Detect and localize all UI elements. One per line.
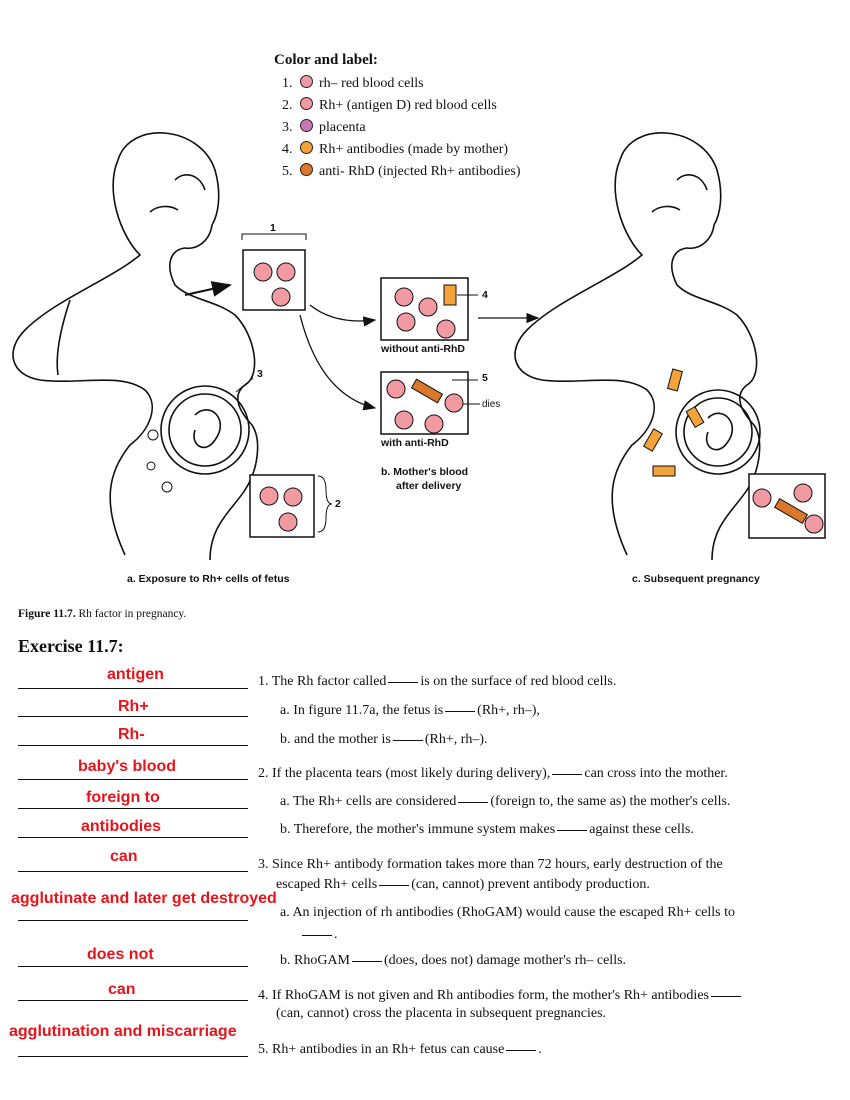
woman-right-illustration <box>514 132 761 561</box>
answer-3: can <box>110 848 138 865</box>
question-3-line2: escaped Rh+ cells(can, cannot) prevent a… <box>276 877 650 892</box>
figure-caption: Figure 11.7. Rh factor in pregnancy. <box>18 608 187 620</box>
legend-item: 5. anti- RhD (injected Rh+ antibodies) <box>282 162 521 182</box>
answer-line-3b[interactable] <box>18 966 248 967</box>
legend-item: 3. placenta <box>282 118 366 138</box>
caption-c: c. Subsequent pregnancy <box>632 573 760 585</box>
question-4-line1: 4. If RhoGAM is not given and Rh antibod… <box>258 988 743 1004</box>
legend-title: Color and label: <box>274 52 378 68</box>
answer-line-3[interactable] <box>18 871 248 872</box>
caption-b-line2: after delivery <box>396 480 462 492</box>
answer-line-4[interactable] <box>18 1000 248 1001</box>
legend-item-number: 3. <box>282 120 293 135</box>
answer-5: agglutination and miscarriage <box>9 1023 237 1040</box>
legend-item: 4. Rh+ antibodies (made by mother) <box>282 140 508 160</box>
answer-line-3a[interactable] <box>18 920 248 921</box>
question-4-line2: (can, cannot) cross the placenta in subs… <box>276 1006 607 1021</box>
legend-item-label: Rh+ (antigen D) red blood cells <box>319 98 497 113</box>
color-swatch-icon <box>300 97 313 110</box>
caption-a: a. Exposure to Rh+ cells of fetus <box>127 573 290 585</box>
answer-1a: Rh+ <box>118 698 149 715</box>
answer-2: baby's blood <box>78 758 177 775</box>
answer-1: antigen <box>107 666 164 683</box>
answer-line-2[interactable] <box>18 779 248 780</box>
question-1b: b. and the mother is(Rh+, rh–). <box>280 732 488 747</box>
question-1a: a. In figure 11.7a, the fetus is(Rh+, rh… <box>280 703 540 718</box>
question-3a-blank: . <box>300 927 338 943</box>
exercise-title: Exercise 11.7: <box>18 636 124 656</box>
question-3-line1: 3. Since Rh+ antibody formation takes mo… <box>258 857 723 872</box>
legend-item-label: anti- RhD (injected Rh+ antibodies) <box>319 164 521 179</box>
question-3a: a. An injection of rh antibodies (RhoGAM… <box>280 905 736 920</box>
answer-line-1b[interactable] <box>18 745 248 746</box>
woman-left-illustration <box>12 132 259 561</box>
color-swatch-icon <box>300 163 313 176</box>
answer-3b: does not <box>87 946 154 963</box>
label-4: 4 <box>482 289 488 301</box>
legend-item: 1. rh– red blood cells <box>282 74 424 94</box>
label-1: 1 <box>270 222 276 234</box>
label-5: 5 <box>482 372 488 384</box>
legend-item-number: 2. <box>282 98 293 113</box>
question-2a: a. The Rh+ cells are considered(foreign … <box>280 794 731 809</box>
label-with-anti-rhd: with anti-RhD <box>381 437 449 449</box>
legend-item-number: 1. <box>282 76 293 91</box>
color-swatch-icon <box>300 75 313 88</box>
question-2b: b. Therefore, the mother's immune system… <box>280 822 694 837</box>
question-5: 5. Rh+ antibodies in an Rh+ fetus can ca… <box>258 1042 542 1057</box>
answer-line-5[interactable] <box>18 1056 248 1057</box>
color-swatch-icon <box>300 119 313 132</box>
legend-item-label: Rh+ antibodies (made by mother) <box>319 142 509 157</box>
legend-item-label: placenta <box>319 120 366 135</box>
answer-4: can <box>108 981 136 998</box>
question-3b: b. RhoGAM(does, does not) damage mother'… <box>280 953 627 968</box>
legend-item-label: rh– red blood cells <box>319 76 424 91</box>
legend-item-number: 4. <box>282 142 293 157</box>
question-2: 2. If the placenta tears (most likely du… <box>258 766 728 781</box>
label-2: 2 <box>335 498 341 510</box>
answer-2b: antibodies <box>81 818 162 835</box>
label-dies: dies <box>482 399 501 410</box>
answer-2a: foreign to <box>86 789 160 806</box>
legend-item: 2. Rh+ (antigen D) red blood cells <box>282 96 497 116</box>
answer-3a: agglutinate and later get destroyed <box>11 890 277 907</box>
color-swatch-icon <box>300 141 313 154</box>
answer-line-1a[interactable] <box>18 716 248 717</box>
legend-item-number: 5. <box>282 164 293 179</box>
rh-factor-figure <box>12 132 826 561</box>
label-without-anti-rhd: without anti-RhD <box>381 343 465 355</box>
answer-1b: Rh- <box>118 726 145 743</box>
answer-line-2a[interactable] <box>18 808 248 809</box>
answer-line-1[interactable] <box>18 688 248 689</box>
caption-b-line1: b. Mother's blood <box>381 466 469 478</box>
answer-line-2b[interactable] <box>18 837 248 838</box>
label-3: 3 <box>257 368 263 380</box>
